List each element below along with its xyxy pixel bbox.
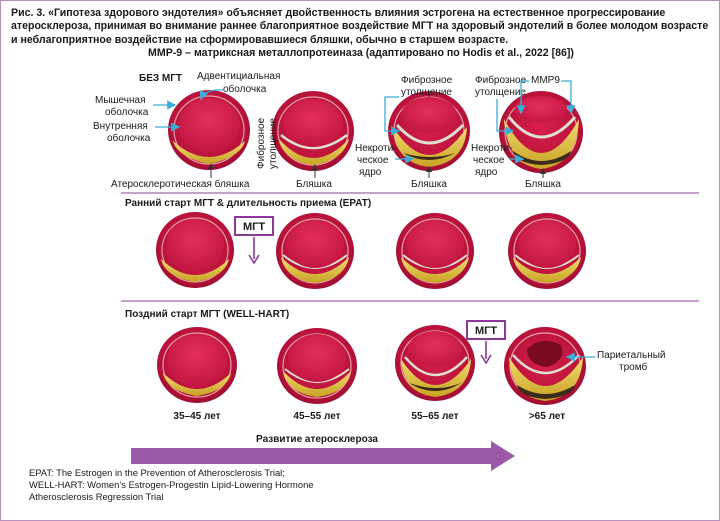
footnote-epat: EPAT: The Estrogen in the Prevention of … xyxy=(29,467,285,478)
label-fibrous-3-2: утолщение xyxy=(401,87,452,98)
label-adventitia-1: Адвентициальная xyxy=(197,71,280,82)
label-adventitia-2: оболочка xyxy=(223,83,267,95)
label-necrotic-4-3: ядро xyxy=(475,167,498,178)
row-title-late-mht: Поздний старт МГТ (WELL-HART) xyxy=(125,309,289,320)
callout-fibrous-4 xyxy=(496,99,515,136)
label-necrotic-4-2: ческое xyxy=(473,155,505,166)
vessel-row3-1 xyxy=(157,327,237,403)
label-necrotic-4-1: Некроти- xyxy=(471,143,513,154)
mht-arrow-late-head xyxy=(480,354,492,365)
caption-text: «Гипотеза здорового эндотелия» объясняет… xyxy=(11,7,709,46)
figure-label: Рис. 3. xyxy=(11,7,46,19)
label-thrombus-1: Париетальный xyxy=(597,350,666,361)
vessel-row1-1 xyxy=(168,90,250,170)
label-plaque-4: Бляшка xyxy=(525,179,561,190)
callout-fibrous-3 xyxy=(384,96,401,136)
label-necrotic-3-2: ческое xyxy=(357,155,389,166)
callout-mmp9-a xyxy=(516,80,529,115)
vessel-row2-4 xyxy=(508,213,586,289)
label-fibrous-4-2: утолщение xyxy=(475,87,526,98)
label-necrotic-3-3: ядро xyxy=(359,167,382,178)
callout-mmp9-b xyxy=(561,80,576,115)
age-label-2: 45–55 лет xyxy=(293,411,340,422)
label-plaque-3: Бляшка xyxy=(411,179,447,190)
label-media-2: оболочка xyxy=(105,106,149,118)
vessel-row2-3 xyxy=(396,213,474,289)
progression-arrow-head xyxy=(491,441,515,471)
label-necrotic-3-1: Некроти- xyxy=(355,143,397,154)
progression-arrow-label: Развитие атеросклероза xyxy=(256,434,378,445)
age-label-1: 35–45 лет xyxy=(173,411,220,422)
footnotes: EPAT: The Estrogen in the Prevention of … xyxy=(29,467,314,504)
label-plaque-2: Бляшка xyxy=(296,179,332,190)
row-title-early-mht: Ранний старт МГТ & длительность приема (… xyxy=(125,198,371,209)
mht-box-late xyxy=(466,320,506,340)
label-fibrous-vertical-2: утолщение xyxy=(268,118,279,169)
caption-note: MMP-9 – матриксная металлопротеиназа (ад… xyxy=(148,47,574,60)
age-label-3: 55–65 лет xyxy=(411,411,458,422)
footnote-wellhart-2: Atherosclerosis Regression Trial xyxy=(29,491,164,503)
mht-box-early xyxy=(234,216,274,236)
figure-caption: Рис. 3. «Гипотеза здорового эндотелия» о… xyxy=(11,7,711,61)
mht-box-late-label: МГТ xyxy=(475,325,497,337)
progression-arrow-shaft xyxy=(131,448,493,464)
label-fibrous-3-1: Фиброзное xyxy=(401,74,453,86)
label-thrombus-2: тромб xyxy=(619,361,647,373)
label-intima-1: Внутренняя xyxy=(93,121,148,132)
vessel-row1-2 xyxy=(272,91,354,171)
age-label-4: >65 лет xyxy=(529,411,565,422)
row-title-no-mht: БЕЗ МГТ xyxy=(139,73,182,84)
mht-arrow-early-head xyxy=(248,254,260,265)
label-fibrous-4-1: Фиброзное xyxy=(475,74,527,86)
label-fibrous-vertical-1: Фиброзное xyxy=(255,117,267,169)
footnote-wellhart-1: WELL-HART: Women’s Estrogen-Progestin Li… xyxy=(29,479,314,491)
callout-adventitia xyxy=(199,89,224,101)
label-mmp9: MMP9 xyxy=(531,75,560,86)
mht-box-early-label: МГТ xyxy=(243,221,265,233)
vessel-row2-1 xyxy=(156,212,234,288)
thrombus-shape xyxy=(527,340,563,367)
vessel-row3-3 xyxy=(395,325,475,401)
vessel-row3-4 xyxy=(504,327,586,405)
label-intima-2: оболочка xyxy=(107,132,151,144)
vessel-row2-2 xyxy=(276,213,354,289)
label-media-1: Мышечная xyxy=(95,95,145,106)
label-atherosclerotic-plaque: Атеросклеротическая бляшка xyxy=(111,178,250,190)
vessel-row3-2 xyxy=(277,328,357,404)
